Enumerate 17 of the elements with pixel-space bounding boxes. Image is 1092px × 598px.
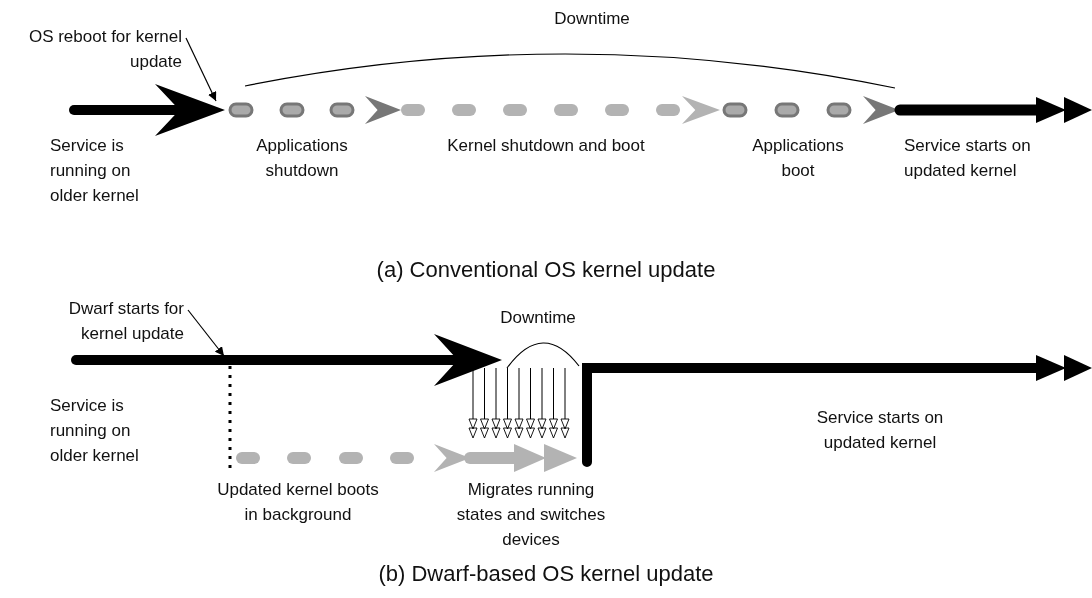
timeline-label: Downtime xyxy=(499,307,577,329)
phase-label: Kernel shutdown and boot xyxy=(446,135,646,157)
phase-label: Applications shutdown xyxy=(255,135,349,182)
phase-label: Applications boot xyxy=(751,135,845,182)
timeline-label: Downtime xyxy=(553,8,631,30)
subfigure-caption: (a) Conventional OS kernel update xyxy=(375,256,717,284)
annotation-text: OS reboot for kernel update xyxy=(22,24,182,74)
annotation-text: Dwarf starts for kernel update xyxy=(24,296,184,346)
phase-label: Service is running on older kernel xyxy=(50,135,140,207)
subfigure-caption: (b) Dwarf-based OS kernel update xyxy=(377,560,715,588)
leader-line xyxy=(185,37,217,102)
phase-label: Service starts on updated kernel xyxy=(815,407,945,454)
phase-label: Service starts on updated kernel xyxy=(904,135,1032,182)
phase-label: Migrates running states and switches devices xyxy=(455,479,607,551)
leader-line xyxy=(187,309,225,357)
phase-label: Service is running on older kernel xyxy=(50,395,140,467)
phase-label: Updated kernel boots in background xyxy=(217,479,379,526)
